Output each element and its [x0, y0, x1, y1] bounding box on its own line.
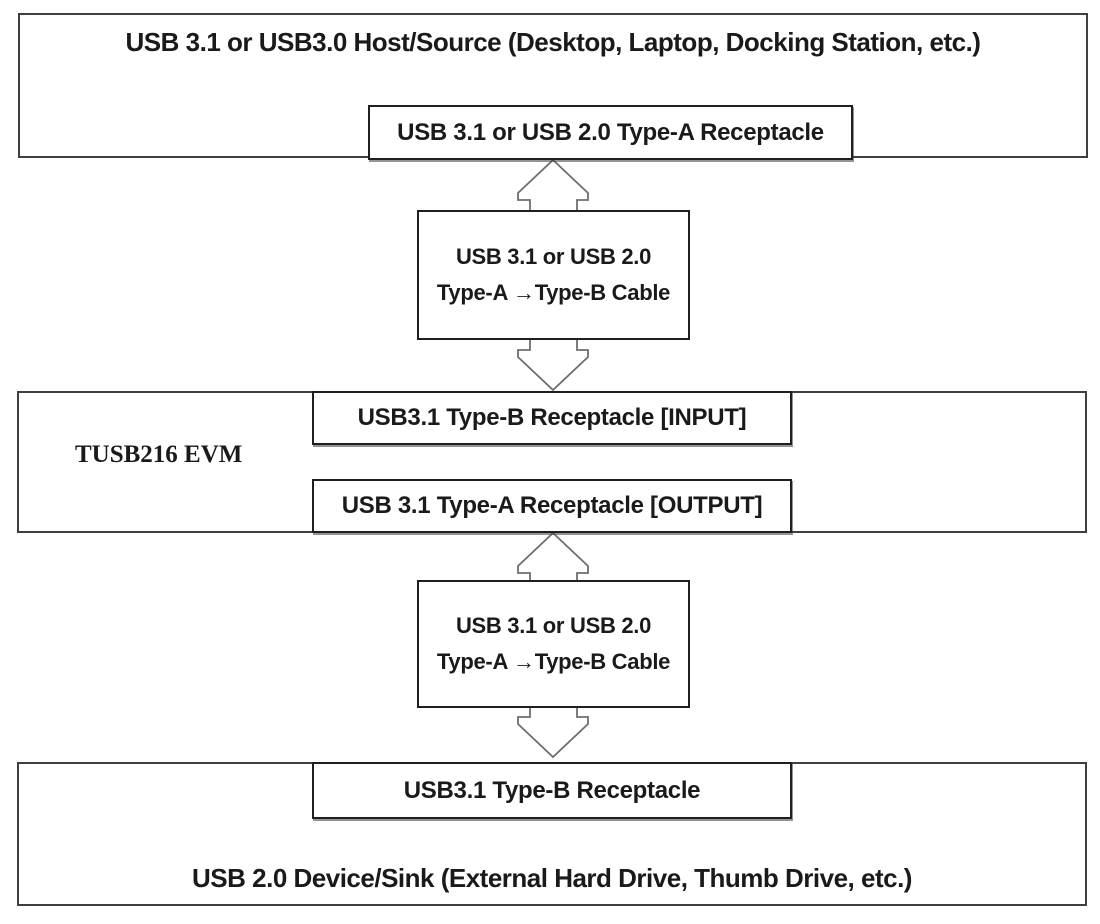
host-receptacle-label: USB 3.1 or USB 2.0 Type-A Receptacle [397, 118, 824, 146]
device-title: USB 2.0 Device/Sink (External Hard Drive… [192, 863, 912, 893]
cable-top-line1: USB 3.1 or USB 2.0 [455, 243, 652, 269]
cable-top-line2: Type-A →Type-B Cable [436, 280, 671, 305]
cable-box-bottom: USB 3.1 or USB 2.0 Type-A →Type-B Cable [417, 580, 690, 708]
cable-bottom-line1: USB 3.1 or USB 2.0 [455, 612, 652, 638]
evm-output-label: USB 3.1 Type-A Receptacle [OUTPUT] [341, 492, 763, 519]
device-receptacle-label: USB3.1 Type-B Receptacle [403, 776, 701, 804]
host-receptacle-box: USB 3.1 or USB 2.0 Type-A Receptacle [368, 105, 853, 160]
evm-input-label: USB3.1 Type-B Receptacle [INPUT] [357, 404, 747, 431]
cable-box-top: USB 3.1 or USB 2.0 Type-A →Type-B Cable [417, 210, 690, 340]
evm-input-receptacle-box: USB3.1 Type-B Receptacle [INPUT] [312, 391, 792, 445]
device-receptacle-box: USB3.1 Type-B Receptacle [312, 762, 792, 819]
host-title: USB 3.1 or USB3.0 Host/Source (Desktop, … [125, 27, 981, 57]
cable-bottom-line2: Type-A →Type-B Cable [436, 649, 671, 674]
evm-label: TUSB216 EVM [75, 441, 243, 468]
evm-box: TUSB216 EVM USB3.1 Type-B Receptacle [IN… [17, 391, 1087, 533]
device-box: USB3.1 Type-B Receptacle USB 2.0 Device/… [17, 762, 1087, 906]
host-box: USB 3.1 or USB3.0 Host/Source (Desktop, … [18, 13, 1088, 160]
evm-output-receptacle-box: USB 3.1 Type-A Receptacle [OUTPUT] [312, 479, 792, 533]
